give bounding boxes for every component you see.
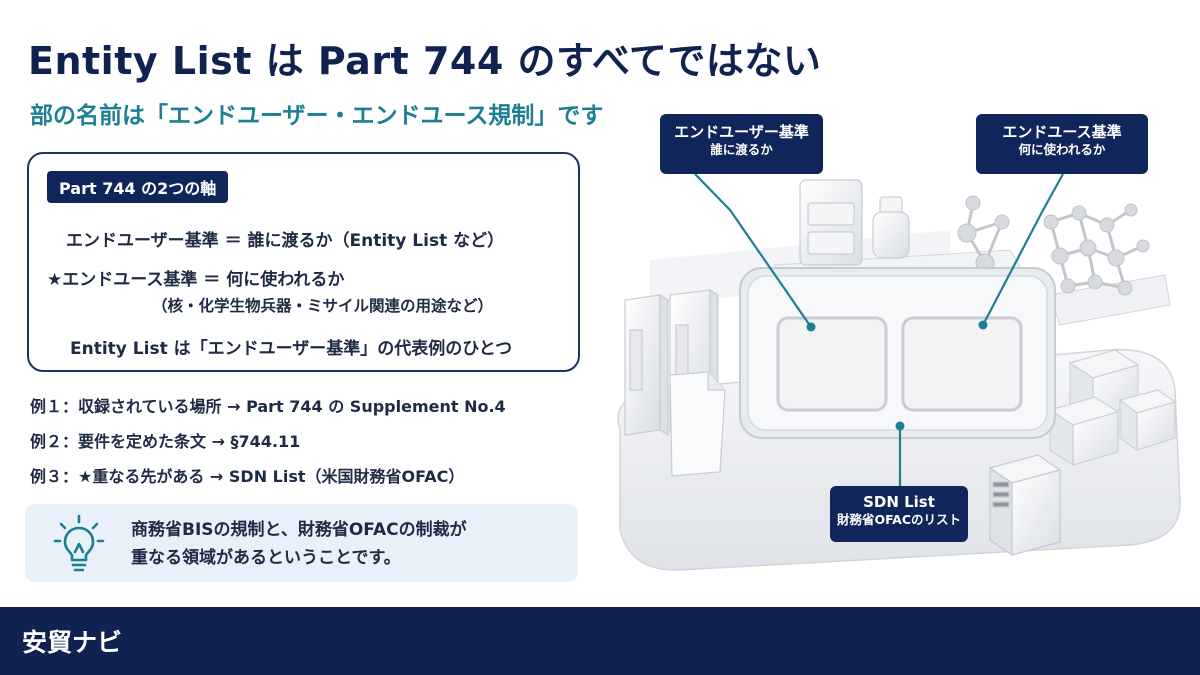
end-use-examples: （核・化学生物兵器・ミサイル関連の用途など） bbox=[152, 297, 494, 315]
cabinet-icon bbox=[799, 179, 863, 266]
end-use-label: エンドユース基準 何に使われるか bbox=[976, 114, 1148, 174]
insight-note: 商務省BISの規制と、財務省OFACの制裁が 重なる領域があるということです。 bbox=[25, 504, 578, 582]
brand-name: 安貿ナビ bbox=[22, 628, 123, 657]
sdn-label-sub: 財務省OFACのリスト bbox=[836, 512, 962, 528]
server-icon bbox=[988, 454, 1062, 557]
end-user-label: エンドユーザー基準 誰に渡るか bbox=[660, 114, 823, 174]
entity-list-note: Entity List は「エンドユーザー基準」の代表例のひとつ bbox=[70, 339, 513, 359]
example-item: 例３：★重なる先がある → SDN List（米国財務省OFAC） bbox=[30, 467, 465, 486]
regulation-illustration bbox=[617, 173, 1181, 571]
end-user-label-title: エンドユーザー基準 bbox=[674, 123, 809, 141]
example-item: 例１：収録されている場所 → Part 744 の Supplement No.… bbox=[30, 397, 506, 416]
page-subtitle: 部の名前は「エンドユーザー・エンドユース規制」です bbox=[30, 103, 604, 129]
two-axes-box: Part 744 の2つの軸 エンドユーザー基準 ＝ 誰に渡るか（Entity … bbox=[27, 152, 580, 372]
document-icon bbox=[669, 371, 726, 477]
end-use-slot bbox=[901, 316, 1023, 412]
example-list: 例１：収録されている場所 → Part 744 の Supplement No.… bbox=[30, 396, 506, 501]
end-user-label-sub: 誰に渡るか bbox=[710, 142, 773, 158]
jar-icon bbox=[872, 196, 910, 259]
connector-dots bbox=[806, 320, 988, 431]
sdn-list-label: SDN List 財務省OFACのリスト bbox=[830, 486, 968, 542]
end-use-label-title: エンドユース基準 bbox=[1002, 123, 1122, 141]
insight-text: 商務省BISの規制と、財務省OFACの制裁が 重なる領域があるということです。 bbox=[131, 516, 467, 572]
lightbulb-icon bbox=[53, 514, 105, 572]
end-user-slot bbox=[776, 316, 888, 412]
example-item: 例２：要件を定めた条文 → §744.11 bbox=[30, 432, 301, 451]
insight-line: 商務省BISの規制と、財務省OFACの制裁が bbox=[131, 520, 467, 540]
footer-bar: 安貿ナビ bbox=[0, 607, 1200, 675]
molecule-atoms-large bbox=[1043, 203, 1150, 296]
end-use-label-sub: 何に使われるか bbox=[1018, 142, 1106, 158]
insight-line: 重なる領域があるということです。 bbox=[131, 548, 401, 568]
cardboard-boxes-icon bbox=[1048, 349, 1177, 467]
end-user-criterion: エンドユーザー基準 ＝ 誰に渡るか（Entity List など） bbox=[66, 231, 505, 251]
page-title: Entity List は Part 744 のすべてではない bbox=[28, 39, 822, 83]
central-panel bbox=[739, 267, 1056, 439]
two-axes-tag: Part 744 の2つの軸 bbox=[47, 171, 229, 203]
connector-lines bbox=[694, 173, 1064, 486]
end-use-criterion: ★エンドユース基準 ＝ 何に使われるか bbox=[47, 270, 345, 290]
sdn-label-title: SDN List bbox=[863, 493, 935, 511]
